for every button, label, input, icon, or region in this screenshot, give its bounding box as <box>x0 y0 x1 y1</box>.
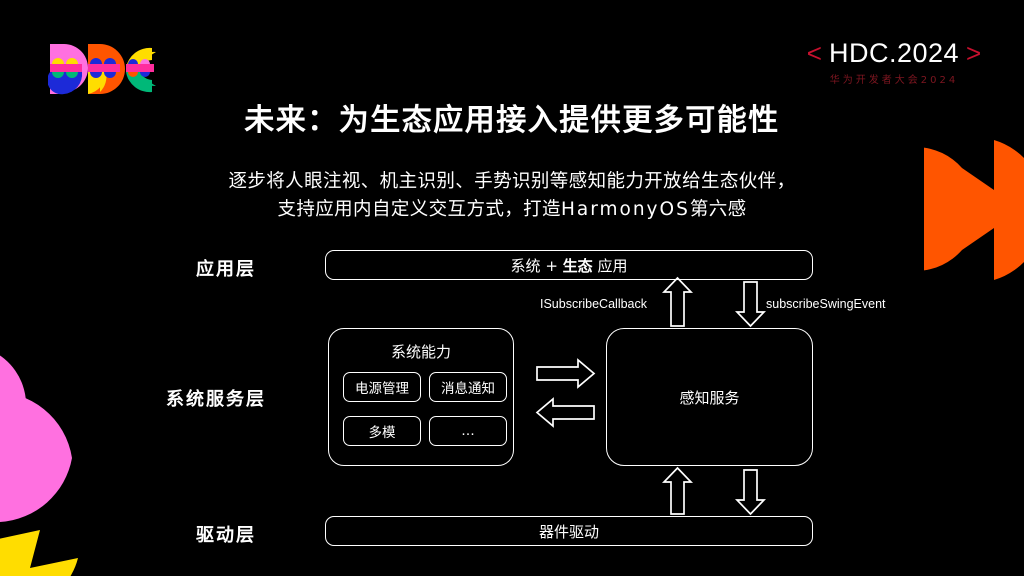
app-box-prefix: 系统 + <box>510 256 563 275</box>
arrow-right-capability-to-service <box>536 358 596 389</box>
perception-service-box[interactable]: 感知服务 <box>606 328 813 466</box>
app-box-bold: 生态 <box>562 256 593 275</box>
subtitle-harmonyos: HarmonyOS <box>560 199 690 220</box>
layer-label-driver: 驱动层 <box>196 525 256 546</box>
arrow-up-service-to-app <box>661 276 694 327</box>
arrow-label-isubscribecallback: ISubscribeCallback <box>540 297 647 311</box>
app-box-suffix: 应用 <box>592 256 628 275</box>
capability-chip-power[interactable]: 电源管理 <box>343 372 421 402</box>
page-title: 未来：为生态应用接入提供更多可能性 <box>244 103 780 138</box>
system-capability-box[interactable]: 系统能力 电源管理 消息通知 多模 … <box>328 328 514 466</box>
subtitle-line-2-suffix: 第六感 <box>689 199 747 220</box>
subtitle-line-2-prefix: 支持应用内自定义交互方式，打造 <box>277 199 561 220</box>
capability-chip-multimodal[interactable]: 多模 <box>343 416 421 446</box>
arrow-left-service-to-capability <box>535 397 595 428</box>
arrow-up-driver-to-service <box>661 466 694 515</box>
layer-label-system-service: 系统服务层 <box>166 389 266 410</box>
arrow-down-service-to-driver <box>734 469 767 516</box>
capability-chip-more[interactable]: … <box>429 416 507 446</box>
arrow-label-subscribeswingevent: subscribeSwingEvent <box>766 297 886 311</box>
arrow-down-app-to-service <box>734 281 767 328</box>
subtitle-line-2: 支持应用内自定义交互方式，打造HarmonyOS第六感 <box>112 196 912 224</box>
hdc-right-bracket: > <box>966 38 982 68</box>
hdc-title: HDC.2024 <box>828 38 960 68</box>
subtitle-line-1: 逐步将人眼注视、机主识别、手势识别等感知能力开放给生态伙伴， <box>228 171 796 192</box>
system-capability-title: 系统能力 <box>390 343 451 361</box>
mdc-logo <box>48 44 156 95</box>
hdc-brand-lockup: < HDC.2024 > 华为开发者大会2024 <box>794 38 994 86</box>
hdc-left-bracket: < <box>806 38 822 68</box>
page-subtitle: 逐步将人眼注视、机主识别、手势识别等感知能力开放给生态伙伴， 支持应用内自定义交… <box>112 168 912 224</box>
application-box[interactable]: 系统 + 生态 应用 <box>325 250 813 280</box>
hdc-subtitle: 华为开发者大会2024 <box>829 75 959 86</box>
device-driver-box[interactable]: 器件驱动 <box>325 516 813 546</box>
capability-chip-notification[interactable]: 消息通知 <box>429 372 507 402</box>
layer-label-application: 应用层 <box>196 259 256 280</box>
